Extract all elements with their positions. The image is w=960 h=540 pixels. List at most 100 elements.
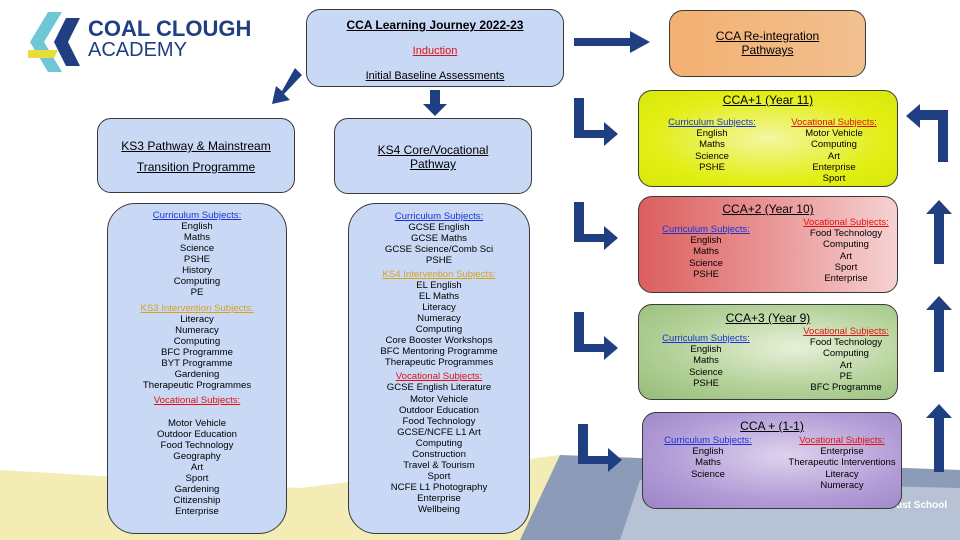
list-item: Enterprise <box>812 161 856 173</box>
list-item: Sport <box>822 173 846 185</box>
list-item: PSHE <box>425 255 453 267</box>
ks3-vocational-heading[interactable]: Vocational Subjects: <box>153 394 241 406</box>
cca2-curriculum-heading[interactable]: Curriculum Subjects: <box>662 224 750 235</box>
l-arrow-icon <box>578 424 622 472</box>
list-item: EL English <box>416 280 462 292</box>
list-item: English <box>692 446 724 458</box>
list-item: PE <box>190 287 204 299</box>
reintegration-line1: CCA Re-integration <box>715 29 820 43</box>
list-item: Computing <box>823 348 869 360</box>
ks3-subjects-box: Curriculum Subjects: English Maths Scien… <box>107 203 287 534</box>
list-item: BFC Mentoring Programme <box>380 346 498 358</box>
learning-journey-title: CCA Learning Journey 2022-23 <box>346 18 524 32</box>
list-item: Maths <box>693 246 719 258</box>
cca1-curriculum: Curriculum Subjects: English Maths Scien… <box>657 117 767 173</box>
logo-line1: COAL CLOUGH <box>88 16 252 41</box>
list-item: Science <box>179 243 215 255</box>
ks4-curriculum-heading[interactable]: Curriculum Subjects: <box>394 211 484 222</box>
list-item: Motor Vehicle <box>409 393 469 405</box>
list-item: English <box>690 344 722 356</box>
cca4-curriculum-heading[interactable]: Curriculum Subjects: <box>664 435 752 446</box>
up-arrow-icon <box>926 200 952 264</box>
cca3-title: CCA+3 (Year 9) <box>725 311 811 325</box>
list-item: BFC Programme <box>161 347 233 359</box>
list-item: Citizenship <box>173 494 221 506</box>
arrow-down-icon <box>423 90 447 116</box>
arrow-diagonal-icon <box>272 68 302 104</box>
ks3-intervention-heading[interactable]: KS3 Intervention Subjects: <box>140 303 254 315</box>
ks3-pathway-line1: KS3 Pathway & Mainstream <box>121 139 271 153</box>
logo-text: COAL CLOUGH ACADEMY <box>88 16 252 61</box>
list-item: Art <box>839 359 853 371</box>
list-item: History <box>182 265 212 277</box>
cca3-box[interactable]: CCA+3 (Year 9) Curriculum Subjects: Engl… <box>638 304 898 400</box>
chevron-logo-icon <box>28 12 80 72</box>
arrow-right-icon <box>574 31 650 53</box>
list-item: PSHE <box>183 254 211 266</box>
cca1-vocational: Vocational Subjects: Motor Vehicle Compu… <box>779 117 889 184</box>
list-item: Food Technology <box>809 337 883 349</box>
list-item: NCFE L1 Photography <box>390 481 488 493</box>
l-arrow-icon <box>574 312 618 360</box>
ks4-intervention-heading[interactable]: KS4 Intervention Subjects: <box>382 269 496 281</box>
list-item: Computing <box>173 276 221 288</box>
ks3-pathway-box[interactable]: KS3 Pathway & Mainstream Transition Prog… <box>97 118 295 193</box>
list-item: GCSE English Literature <box>386 382 492 394</box>
cca3-curriculum: Curriculum Subjects: English Maths Scien… <box>651 333 761 389</box>
list-item: Motor Vehicle <box>805 128 863 140</box>
list-item: PSHE <box>693 377 719 389</box>
cca2-box[interactable]: CCA+2 (Year 10) Curriculum Subjects: Eng… <box>638 196 898 293</box>
cca4-vocational-heading[interactable]: Vocational Subjects: <box>799 435 885 446</box>
list-item: Travel & Tourism <box>403 459 475 471</box>
list-item: Outdoor Education <box>398 404 479 416</box>
ks3-curriculum-heading[interactable]: Curriculum Subjects: <box>152 210 242 221</box>
list-item: Maths <box>183 232 211 244</box>
cca2-vocational-heading[interactable]: Vocational Subjects: <box>803 217 889 228</box>
list-item: BFC Programme <box>810 382 882 394</box>
list-item: English <box>696 128 728 140</box>
cca1-curriculum-heading[interactable]: Curriculum Subjects: <box>668 117 756 128</box>
ks4-pathway-box[interactable]: KS4 Core/Vocational Pathway <box>334 118 532 194</box>
list-item: GCSE English <box>408 222 470 234</box>
list-item: Science <box>689 257 723 269</box>
cca3-vocational-heading[interactable]: Vocational Subjects: <box>803 326 889 337</box>
cca4-box[interactable]: CCA + (1-1) Curriculum Subjects: English… <box>642 412 902 509</box>
cca4-title: CCA + (1-1) <box>740 419 804 433</box>
list-item: Sport <box>185 472 209 484</box>
list-item: Literacy <box>180 314 214 326</box>
list-item: Science <box>689 366 723 378</box>
induction-link[interactable]: Induction <box>412 45 458 57</box>
list-item: Sport <box>834 261 858 273</box>
cca1-vocational-heading[interactable]: Vocational Subjects: <box>791 117 877 128</box>
list-item: Core Booster Workshops <box>385 335 493 347</box>
list-item: Literacy <box>422 302 456 314</box>
list-item: Gardening <box>174 369 220 381</box>
list-item: Science <box>695 150 729 162</box>
list-item: Therapeutic Programmes <box>384 357 494 369</box>
ks4-pathway-line2: Pathway <box>409 157 457 171</box>
reintegration-line2: Pathways <box>741 43 794 57</box>
cca4-curriculum: Curriculum Subjects: English Maths Scien… <box>653 435 763 480</box>
reintegration-box[interactable]: CCA Re-integration Pathways <box>669 10 866 77</box>
logo-line2: ACADEMY <box>88 39 187 61</box>
cca2-curriculum: Curriculum Subjects: English Maths Scien… <box>651 224 761 280</box>
list-item: EL Maths <box>418 291 460 303</box>
ks4-vocational-heading[interactable]: Vocational Subjects: <box>395 371 483 383</box>
list-item: Numeracy <box>417 313 461 325</box>
list-item: Computing <box>811 139 857 151</box>
list-item: Geography <box>173 450 221 462</box>
list-item: Art <box>839 250 853 262</box>
list-item: Gardening <box>174 483 220 495</box>
list-item: GCSE Science/Comb Sci <box>384 244 494 256</box>
list-item: Computing <box>415 324 463 336</box>
list-item: Maths <box>699 139 725 151</box>
list-item: Food Technology <box>402 415 476 427</box>
cca1-box[interactable]: CCA+1 (Year 11) Curriculum Subjects: Eng… <box>638 90 898 187</box>
list-item: Enterprise <box>820 446 864 458</box>
cca3-curriculum-heading[interactable]: Curriculum Subjects: <box>662 333 750 344</box>
list-item: English <box>690 235 722 247</box>
list-item: Food Technology <box>809 228 883 240</box>
baseline-assessments-link[interactable]: Initial Baseline Assessments <box>365 70 505 82</box>
list-item: Numeracy <box>175 325 219 337</box>
l-arrow-icon <box>574 98 618 146</box>
